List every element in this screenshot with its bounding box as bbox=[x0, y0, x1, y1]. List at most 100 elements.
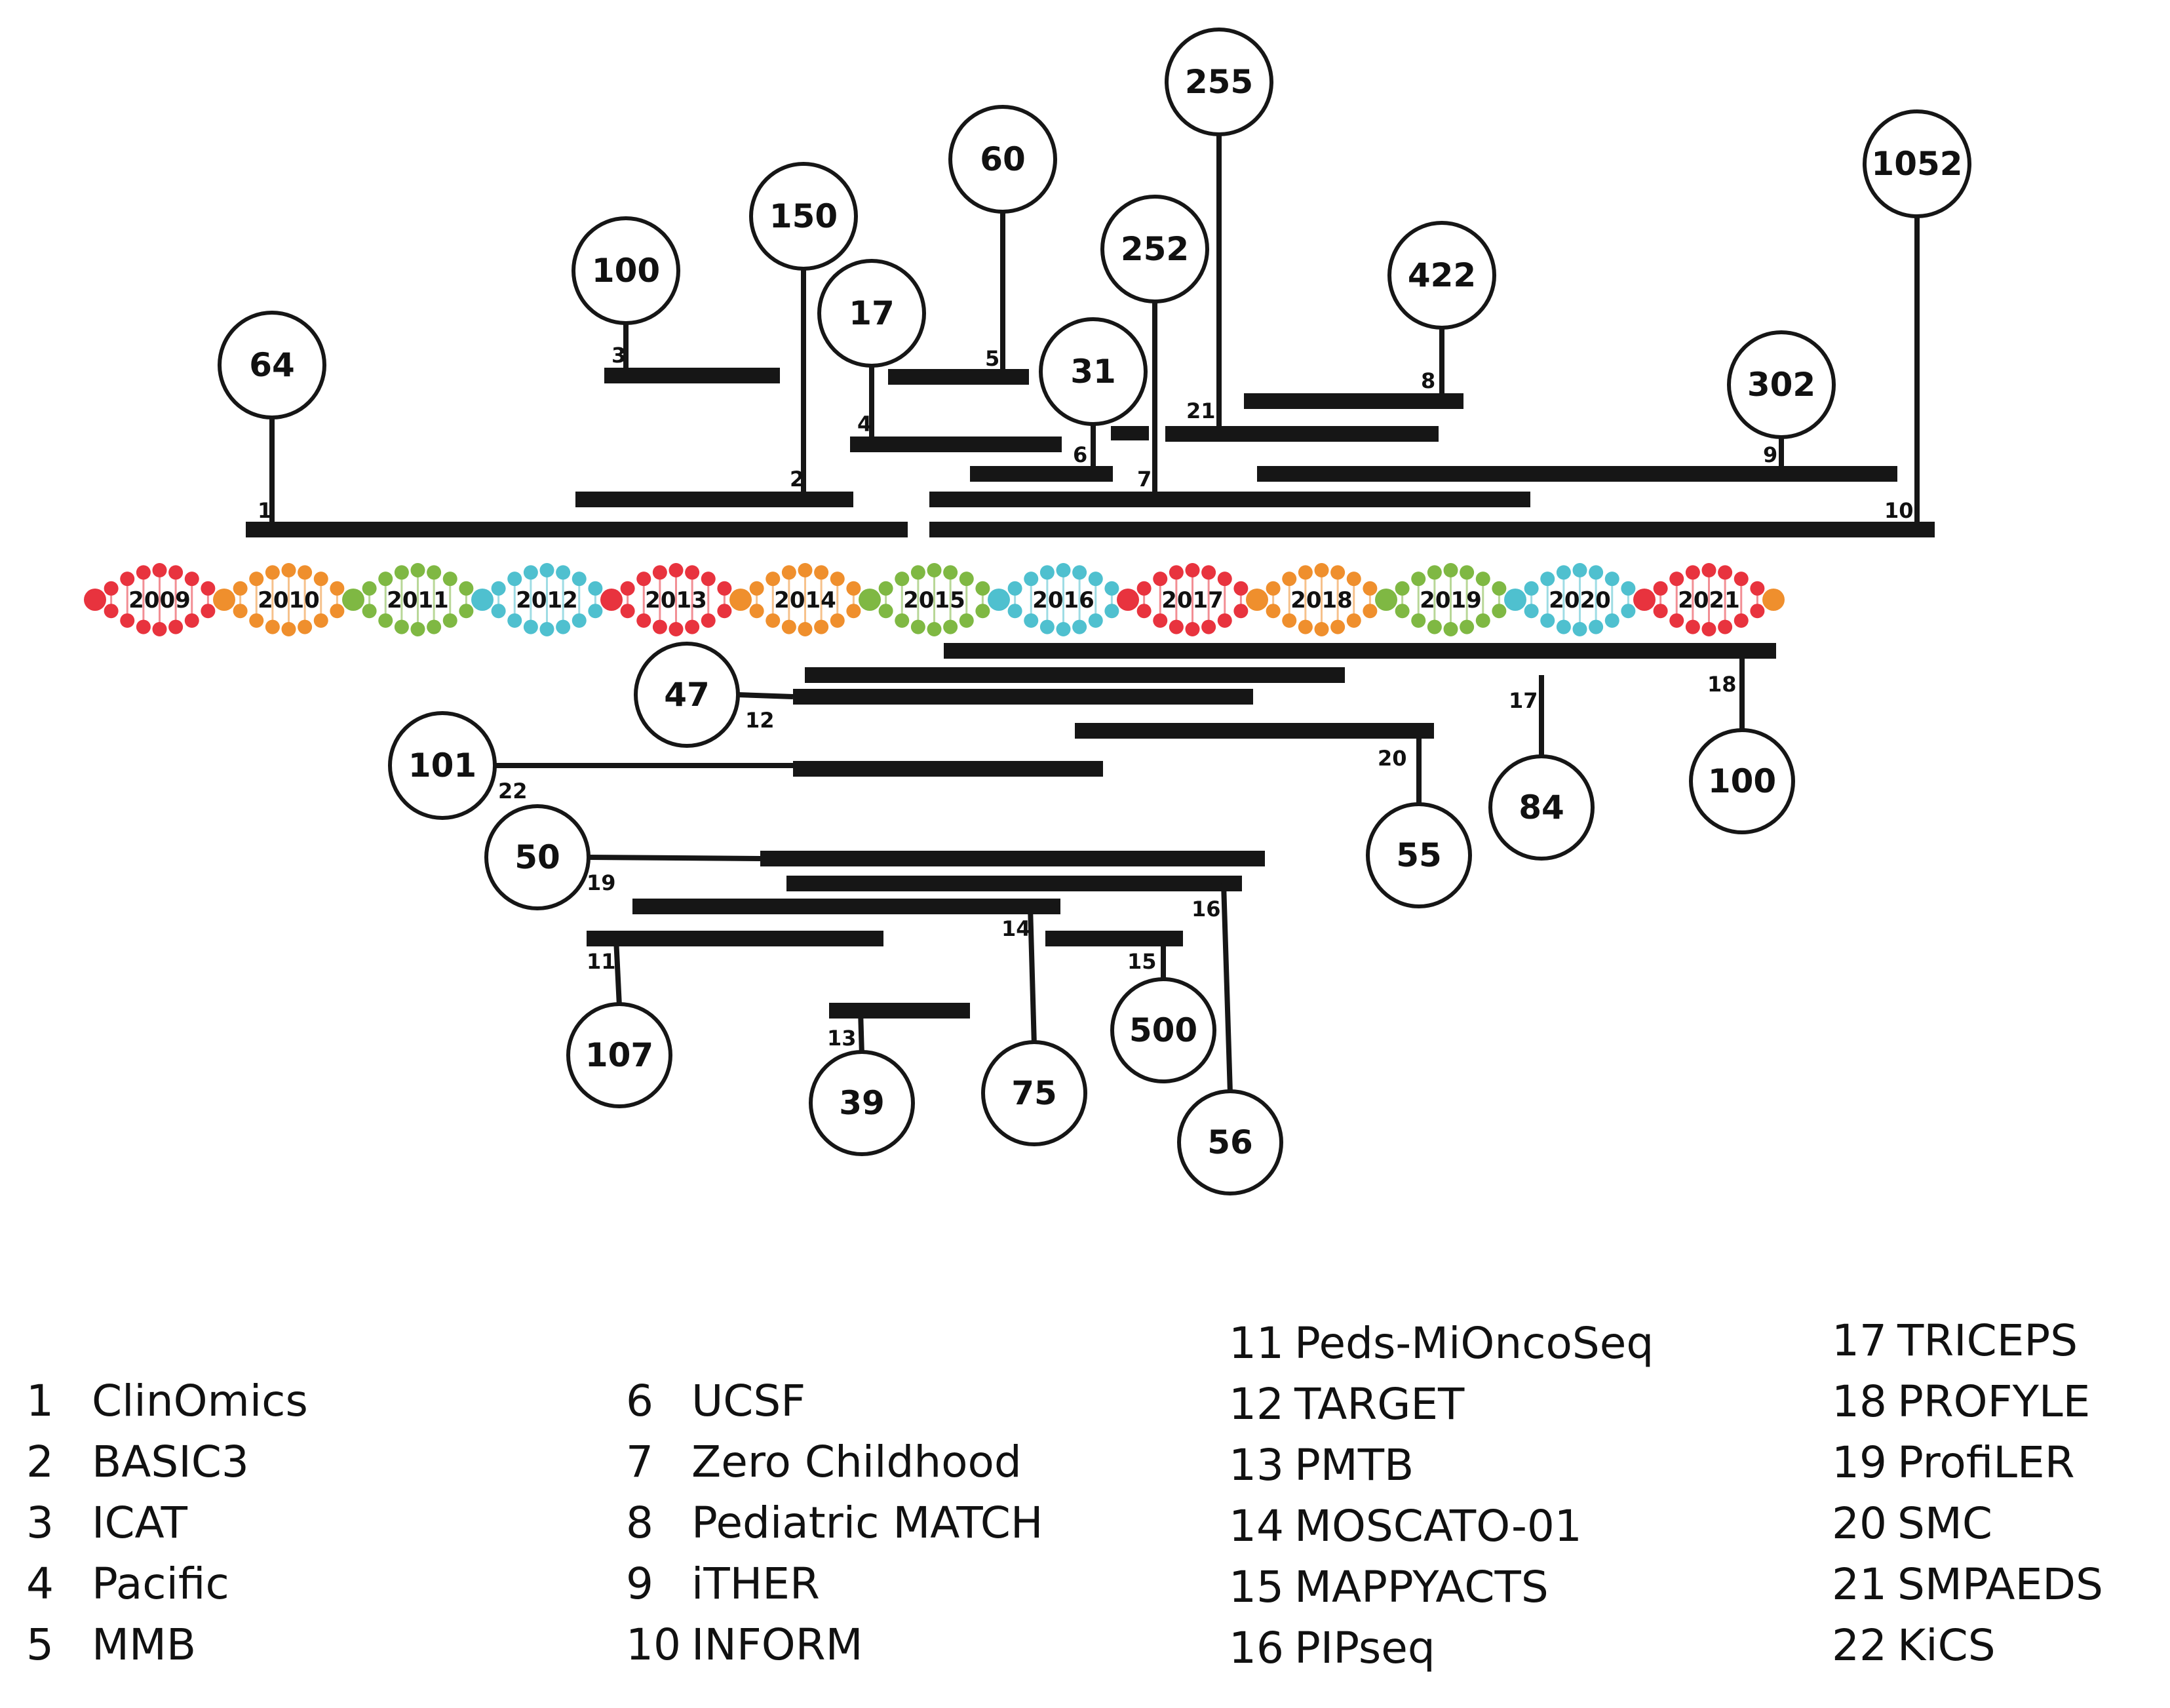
study-number-16: 16 bbox=[1192, 897, 1221, 922]
study-bar-20 bbox=[1075, 723, 1434, 739]
study-stem-14 bbox=[1028, 906, 1037, 1046]
study-number-18: 18 bbox=[1707, 672, 1737, 697]
legend-name-17: TRICEPS bbox=[1897, 1315, 2078, 1366]
study-bar-19 bbox=[760, 851, 1265, 866]
study-bar-8 bbox=[1244, 393, 1463, 409]
patient-count-10: 1052 bbox=[1871, 145, 1962, 183]
study-number-22: 22 bbox=[498, 779, 528, 804]
study-15: 500 15 bbox=[1045, 931, 1216, 1083]
legend-name-15: MAPPYACTS bbox=[1294, 1562, 1549, 1612]
study-number-15: 15 bbox=[1127, 949, 1157, 974]
legend-number-11: 11 bbox=[1229, 1318, 1284, 1368]
patient-count-circle-4 bbox=[817, 259, 926, 368]
year-label-2010: 2010 bbox=[258, 587, 320, 613]
patient-count-2: 150 bbox=[769, 197, 838, 235]
patient-count-circle-3 bbox=[572, 216, 680, 325]
legend-name-21: SMPAEDS bbox=[1897, 1559, 2103, 1610]
study-6: 31 6 bbox=[970, 317, 1148, 482]
patient-count-9: 302 bbox=[1747, 366, 1815, 404]
study-bar-15 bbox=[1045, 931, 1183, 946]
year-label-2021: 2021 bbox=[1678, 587, 1740, 613]
study-bar-11 bbox=[587, 931, 883, 946]
study-stem-13 bbox=[858, 1010, 864, 1056]
patient-count-18: 100 bbox=[1708, 762, 1776, 800]
patient-count-circle-2 bbox=[749, 162, 858, 271]
study-bar-21 bbox=[1165, 426, 1439, 442]
patient-count-circle-9 bbox=[1727, 330, 1836, 439]
patient-count-11: 107 bbox=[585, 1036, 653, 1074]
legend-number-10: 10 bbox=[626, 1620, 681, 1670]
study-number-8: 8 bbox=[1421, 368, 1435, 393]
legend-name-12: TARGET bbox=[1294, 1379, 1465, 1429]
study-bar-3 bbox=[604, 368, 780, 383]
patient-count-circle-16 bbox=[1177, 1089, 1283, 1195]
legend-number-1: 1 bbox=[26, 1376, 54, 1426]
patient-count-15: 500 bbox=[1129, 1011, 1197, 1049]
legend-name-4: Pacific bbox=[92, 1559, 229, 1609]
patient-count-19: 50 bbox=[514, 838, 560, 876]
legend-number-16: 16 bbox=[1229, 1623, 1284, 1673]
legend-name-18: PROFYLE bbox=[1897, 1376, 2090, 1427]
legend-number-17: 17 bbox=[1832, 1315, 1887, 1366]
legend-number-13: 13 bbox=[1229, 1440, 1284, 1490]
patient-count-circle-7 bbox=[1100, 195, 1209, 303]
patient-count-20: 55 bbox=[1396, 836, 1442, 874]
legend-name-19: ProfiLER bbox=[1897, 1437, 2075, 1488]
study-number-5: 5 bbox=[985, 346, 999, 371]
patient-count-circle-19 bbox=[484, 804, 591, 910]
patient-count-16: 56 bbox=[1207, 1123, 1253, 1161]
legend-number-6: 6 bbox=[626, 1376, 653, 1426]
patient-count-circle-17 bbox=[1488, 754, 1595, 861]
patient-count-8: 422 bbox=[1408, 256, 1476, 294]
study-bar-6 bbox=[970, 466, 1113, 482]
year-label-2016: 2016 bbox=[1032, 587, 1095, 613]
legend-number-18: 18 bbox=[1832, 1376, 1887, 1427]
study-number-12: 12 bbox=[745, 708, 775, 733]
legend-name-2: BASIC3 bbox=[92, 1437, 249, 1487]
study-bar-7 bbox=[929, 492, 1530, 507]
patient-count-circle-18 bbox=[1689, 728, 1795, 834]
year-label-2013: 2013 bbox=[645, 587, 707, 613]
year-label-2017: 2017 bbox=[1161, 587, 1224, 613]
patient-count-circle-11 bbox=[566, 1002, 672, 1108]
legend-name-7: Zero Childhood bbox=[691, 1437, 1022, 1487]
patient-count-circle-13 bbox=[809, 1050, 915, 1156]
study-bar-17 bbox=[805, 667, 1345, 683]
study-number-1: 1 bbox=[258, 498, 272, 523]
patient-count-circle-15 bbox=[1110, 977, 1216, 1083]
patient-count-5: 60 bbox=[980, 140, 1026, 178]
legend-name-11: Peds-MiOncoSeq bbox=[1294, 1318, 1654, 1368]
patient-count-12: 47 bbox=[664, 676, 710, 714]
study-16: 56 16 bbox=[786, 876, 1283, 1195]
patient-count-21: 255 bbox=[1185, 63, 1253, 101]
study-20: 55 20 bbox=[1075, 723, 1472, 908]
legend-number-8: 8 bbox=[626, 1498, 653, 1548]
legend-name-6: UCSF bbox=[691, 1376, 805, 1426]
patient-count-6: 31 bbox=[1070, 353, 1116, 391]
study-number-17: 17 bbox=[1509, 688, 1538, 713]
legend-name-3: ICAT bbox=[92, 1498, 188, 1548]
study-bar-4 bbox=[850, 437, 1062, 452]
study-number-7: 7 bbox=[1137, 467, 1152, 492]
study-bar-21-segment bbox=[1111, 426, 1149, 440]
study-number-6: 6 bbox=[1073, 442, 1087, 467]
legend-number-7: 7 bbox=[626, 1437, 653, 1487]
legend-name-20: SMC bbox=[1897, 1498, 1992, 1549]
legend-name-5: MMB bbox=[92, 1620, 196, 1670]
study-number-20: 20 bbox=[1378, 746, 1407, 771]
patient-count-13: 39 bbox=[839, 1084, 885, 1122]
study-12: 47 12 bbox=[634, 642, 1253, 748]
legend-number-21: 21 bbox=[1832, 1559, 1887, 1610]
study-number-14: 14 bbox=[1001, 916, 1031, 941]
study-bar-2 bbox=[575, 492, 853, 507]
